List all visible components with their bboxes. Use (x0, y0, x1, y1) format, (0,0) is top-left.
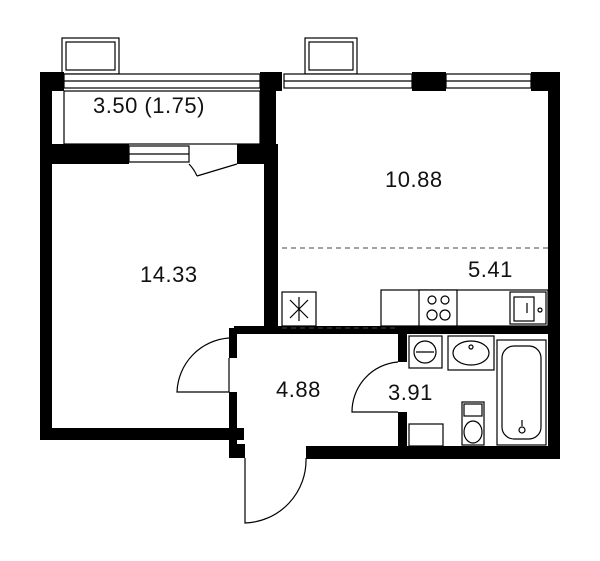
window-frames (61, 37, 358, 75)
bedroom-area-label: 14.33 (140, 262, 198, 287)
balcony-area-label: 3.50 (1.75) (93, 93, 205, 118)
bathroom-fixtures (408, 335, 547, 447)
bathroom-area-label: 3.91 (388, 380, 433, 405)
hallway-area-label: 4.88 (276, 377, 321, 402)
windows (63, 73, 532, 163)
kitchen-fixtures (281, 289, 549, 327)
balcony-outline (63, 90, 261, 145)
walls (40, 72, 560, 459)
living-room-area-label: 10.88 (385, 167, 443, 192)
doors (176, 163, 399, 524)
kitchen-area-label: 5.41 (468, 257, 513, 282)
